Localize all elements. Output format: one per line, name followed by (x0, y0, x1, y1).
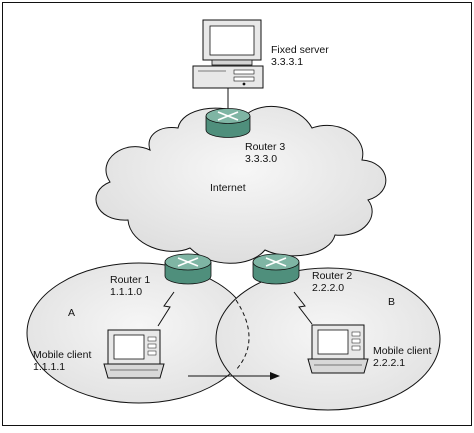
wireless-link-b-icon (293, 291, 313, 325)
area-b-label: B (388, 296, 395, 308)
fixed-server-label: Fixed server (271, 44, 329, 56)
mobile-client-a-icon[interactable] (103, 329, 165, 379)
mobile-client-a-label: Mobile client (33, 349, 91, 361)
movement-arrow-head (270, 372, 280, 380)
router1-address: 1.1.1.0 (110, 286, 142, 298)
mobile-client-b-label: Mobile client (373, 345, 431, 357)
mobile-client-b-address: 2.2.2.1 (373, 357, 405, 369)
router3-label: Router 3 (245, 141, 285, 153)
mobile-client-a-address: 1.1.1.1 (33, 361, 65, 373)
fixed-server-icon[interactable] (192, 19, 264, 89)
area-a-label: A (68, 307, 75, 319)
router1-label: Router 1 (110, 274, 150, 286)
router3-icon[interactable] (205, 108, 251, 138)
fixed-server-address: 3.3.3.1 (271, 56, 303, 68)
wireless-link-a-icon (157, 291, 175, 327)
mobile-client-b-icon[interactable] (307, 324, 369, 374)
router1-icon[interactable] (164, 253, 212, 285)
router3-address: 3.3.3.0 (245, 153, 277, 165)
router2-address: 2.2.2.0 (312, 282, 344, 294)
internet-label: Internet (210, 182, 246, 194)
area-a-overlap-dashed (235, 299, 250, 371)
router2-icon[interactable] (252, 253, 300, 285)
router2-label: Router 2 (312, 270, 352, 282)
